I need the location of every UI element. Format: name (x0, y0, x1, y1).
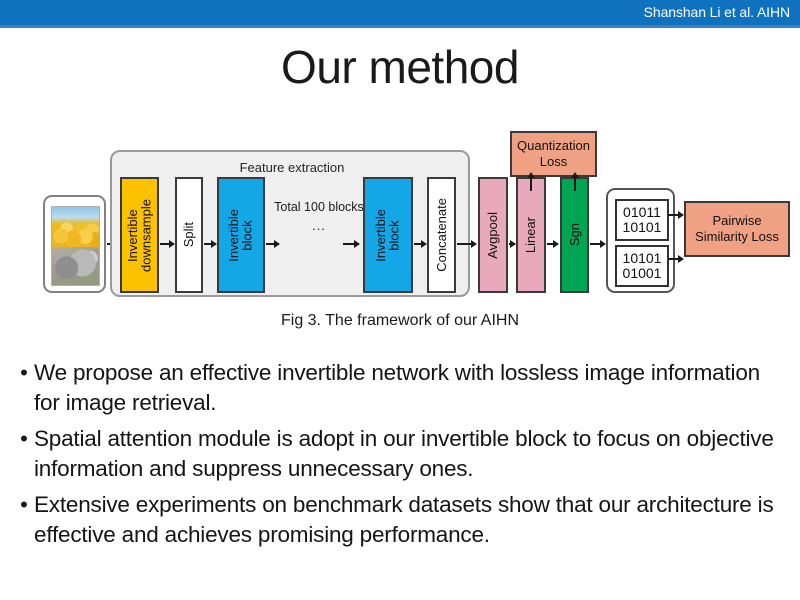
arrow-linear-to-quantloss (530, 178, 532, 191)
tulips-thumbnail-image (52, 207, 99, 247)
koala-thumbnail-image (52, 247, 99, 285)
bullet-list: • We propose an effective invertible net… (14, 358, 789, 556)
arrow-code1-to-pairwise (668, 214, 680, 216)
block-linear-label: Linear (523, 216, 539, 254)
binary-code-box-1: 01011 10101 (615, 199, 669, 241)
block-invertible-block-last: Invertible block (363, 177, 413, 293)
arrowhead-avgpool-to-linear (510, 240, 516, 248)
block-sgn: Sgn (560, 177, 589, 293)
list-item: • Spatial attention module is adopt in o… (14, 424, 789, 484)
binary-code-2-line2: 01001 (622, 265, 662, 281)
header-author-label: Shanshan Li et al. AIHN (643, 4, 790, 20)
page-title: Our method (281, 41, 519, 93)
chain-ellipsis-label: ... (312, 218, 326, 233)
block-invertible-downsample-label: Invertible downsample (124, 198, 154, 272)
input-image-card (43, 195, 106, 293)
bullet-text: We propose an effective invertible netwo… (34, 360, 760, 415)
arrow-split-to-iblock1 (204, 243, 212, 245)
binary-code-1-line1: 01011 (623, 204, 661, 221)
arrowhead-iblock1-to-chain (274, 240, 280, 248)
arrowhead-chain-to-iblock2 (354, 240, 360, 248)
list-item: • We propose an effective invertible net… (14, 358, 789, 418)
block-quantization-loss: Quantization Loss (510, 131, 597, 177)
arrow-downsample-to-split (160, 243, 170, 245)
block-invertible-block-first-label: Invertible block (226, 208, 255, 262)
arrowhead-sgn-to-quantloss (571, 172, 579, 178)
binary-code-box-2: 10101 01001 (615, 245, 669, 287)
arrowhead-linear-to-quantloss (527, 172, 535, 178)
arrow-sgn-to-quantloss (574, 178, 576, 191)
quantization-loss-line2: Loss (539, 154, 568, 169)
pairwise-loss-line1: Pairwise (712, 212, 762, 228)
arrowhead-code2-to-pairwise (678, 255, 684, 263)
figure-caption: Fig 3. The framework of our AIHN (280, 312, 519, 329)
arrowhead-downsample-to-split (169, 240, 175, 248)
arrow-sgn-to-codes (590, 243, 602, 245)
arrowhead-sgn-to-codes (600, 240, 606, 248)
arrow-iblock2-to-concat (414, 243, 422, 245)
framework-diagram: Feature extraction Invertible downsample… (0, 120, 800, 310)
binary-code-1-line2: 10101 (622, 219, 662, 235)
arrow-code2-to-pairwise (668, 258, 680, 260)
block-sgn-label: Sgn (566, 223, 582, 247)
binary-code-2-line1: 10101 (622, 250, 662, 267)
pairwise-loss-line2: Similarity Loss (695, 229, 779, 244)
block-invertible-block-last-label: Invertible block (373, 208, 402, 262)
binary-codes-card: 01011 10101 10101 01001 (606, 188, 675, 293)
arrowhead-split-to-iblock1 (211, 240, 217, 248)
input-image-stack (51, 206, 100, 286)
arrowhead-iblock2-to-concat (421, 240, 427, 248)
arrow-iblock1-to-chain (266, 243, 275, 245)
block-concatenate: Concatenate (427, 177, 456, 293)
arrow-chain-to-iblock2 (343, 243, 355, 245)
arrowhead-linear-to-sgn (553, 240, 559, 248)
block-avgpool: Avgpool (478, 177, 508, 293)
arrow-concat-to-avgpool (457, 243, 472, 245)
feature-extraction-label: Feature extraction (239, 160, 345, 175)
block-invertible-downsample: Invertible downsample (120, 177, 159, 293)
block-avgpool-label: Avgpool (485, 211, 501, 259)
bullet-marker-icon: • (20, 360, 28, 385)
bullet-text: Spatial attention module is adopt in our… (34, 426, 774, 481)
arrowhead-code1-to-pairwise (678, 211, 684, 219)
block-concatenate-label: Concatenate (433, 198, 449, 272)
block-pairwise-similarity-loss: Pairwise Similarity Loss (684, 201, 790, 257)
header-bar: Shanshan Li et al. AIHN (0, 0, 800, 28)
total-blocks-label: Total 100 blocks (274, 200, 364, 214)
arrowhead-concat-to-avgpool (471, 240, 477, 248)
arrow-linear-to-sgn (547, 243, 555, 245)
block-split: Split (175, 177, 203, 293)
bullet-text: Extensive experiments on benchmark datas… (34, 492, 774, 547)
bullet-marker-icon: • (20, 426, 28, 451)
block-split-label: Split (181, 222, 197, 248)
block-invertible-block-first: Invertible block (217, 177, 265, 293)
quantization-loss-line1: Quantization (517, 138, 590, 154)
bullet-marker-icon: • (20, 492, 28, 517)
list-item: • Extensive experiments on benchmark dat… (14, 490, 789, 550)
block-linear: Linear (516, 177, 546, 293)
